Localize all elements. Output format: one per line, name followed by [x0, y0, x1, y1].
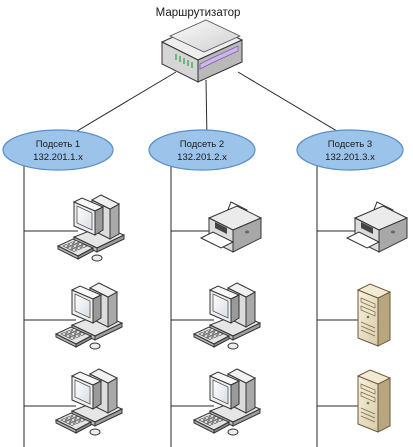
router-icon	[160, 19, 244, 83]
workstation-icon	[55, 282, 123, 350]
workstation-icon	[57, 194, 125, 262]
subnet-1: Подсеть 1 132.201.1.x	[2, 129, 114, 171]
workstation-icon	[55, 368, 123, 436]
printer-icon	[346, 201, 408, 253]
device-links	[24, 230, 358, 407]
workstation-icon	[193, 368, 261, 436]
server-icon	[357, 283, 391, 347]
router-link-subnet-3	[237, 71, 353, 141]
subnet-2-name: Подсеть 2	[180, 139, 224, 150]
workstation-icon	[193, 282, 261, 350]
subnet-2: Подсеть 2 132.201.2.x	[148, 129, 256, 171]
subnet-3-address: 132.201.3.x	[325, 152, 375, 163]
router-label: Маршрутизатор	[156, 7, 241, 19]
subnet-2-address: 132.201.2.x	[177, 152, 227, 163]
subnet-3: Подсеть 3 132.201.3.x	[296, 129, 404, 171]
server-icon	[357, 369, 391, 433]
subnet-3-name: Подсеть 3	[328, 139, 372, 150]
subnet-1-address: 132.201.1.x	[33, 152, 83, 163]
router-link-subnet-1	[61, 71, 177, 141]
printer-icon	[200, 201, 262, 253]
subnet-1-name: Подсеть 1	[36, 139, 80, 150]
